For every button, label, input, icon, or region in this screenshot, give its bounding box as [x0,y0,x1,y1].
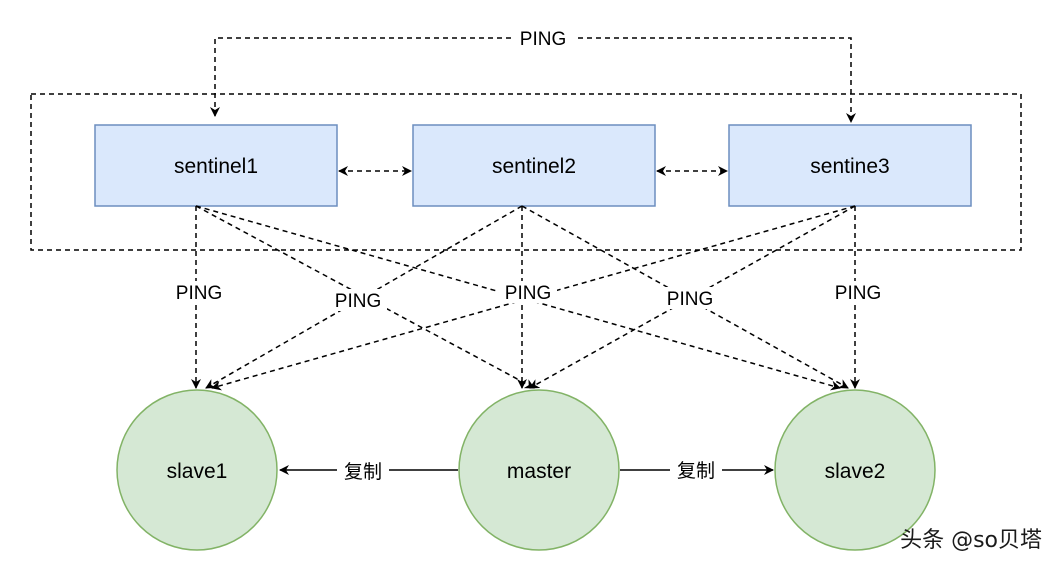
replication-label-left: 复制 [344,461,382,483]
sentinel-group-border [30,93,1022,251]
master-node[interactable] [458,389,620,551]
master-label: master [507,460,571,483]
ping-label-2: PING [335,291,381,312]
slave1-node[interactable] [116,389,278,551]
slave2-label: slave2 [825,460,886,483]
sentinel2-box[interactable] [412,124,656,207]
ping-label-4: PING [667,289,713,310]
watermark: 头条 @so贝塔 [900,528,1042,553]
sentinel1-label: sentinel1 [174,155,258,178]
ping-label-1: PING [176,283,222,304]
slave1-label: slave1 [167,460,228,483]
sentinel3-box[interactable] [728,124,972,207]
top-ping-label: PING [520,29,566,50]
ping-edge-s3-master [529,205,856,389]
sentinel1-box[interactable] [94,124,338,207]
sentinel2-label: sentinel2 [492,155,576,178]
sentinel3-label: sentine3 [810,155,889,178]
ping-label-3: PING [505,283,551,304]
ping-label-5: PING [835,283,881,304]
slave2-node[interactable] [774,389,936,551]
replication-label-right: 复制 [677,460,715,482]
